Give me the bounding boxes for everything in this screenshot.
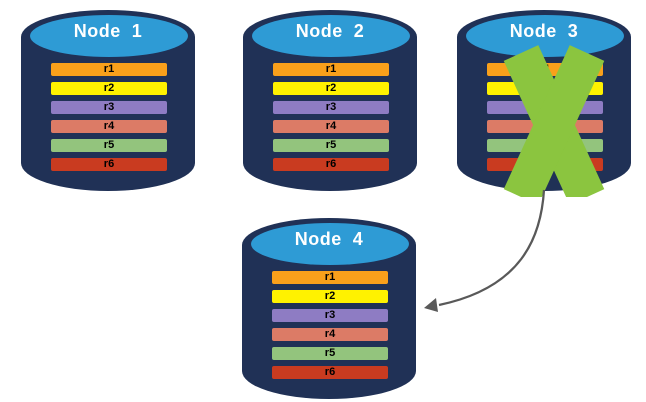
replica-label: r5 [324,347,336,359]
failover-arrow-head-icon [424,298,438,312]
replica-bar: r4 [273,120,389,133]
node-title: Node 1 [73,21,143,41]
replica-bars: r1 r2 r3 r4 r5 r6 [272,271,388,385]
replica-label: r3 [324,309,336,321]
replica-bar: r1 [272,271,388,284]
replica-label: r1 [324,271,336,283]
replica-bar: r2 [51,82,167,95]
replica-label: r4 [325,120,337,132]
replica-label: r6 [325,158,337,170]
replica-label: r2 [325,82,337,94]
failure-cross-icon [503,45,605,197]
node-title: Node 3 [509,21,579,41]
replica-label: r3 [103,101,115,113]
replica-bar: r1 [273,63,389,76]
failover-arrow-line [438,189,546,307]
replica-bar: r5 [273,139,389,152]
replica-label: r2 [324,290,336,302]
replica-label: r4 [103,120,115,132]
replica-bars: r1 r2 r3 r4 r5 r6 [51,63,167,177]
replica-label: r4 [324,328,336,340]
replica-bar: r2 [272,290,388,303]
replica-bar: r6 [273,158,389,171]
replica-label: r1 [325,63,337,75]
replica-label: r6 [103,158,115,170]
replica-label: r1 [103,63,115,75]
replica-label: r5 [325,139,337,151]
replica-bar: r3 [273,101,389,114]
replica-bar: r2 [273,82,389,95]
replica-bar: r5 [272,347,388,360]
replica-bars: r1 r2 r3 r4 r5 r6 [273,63,389,177]
replica-bar: r6 [51,158,167,171]
replica-bar: r3 [272,309,388,322]
replica-label: r2 [103,82,115,94]
node-3: Node 3 r1 r2 r3 r4 r5 r6 [457,5,631,197]
replica-label: r6 [324,366,336,378]
node-2: Node 2 r1 r2 r3 r4 r5 r6 [243,5,417,197]
replica-bar: r4 [51,120,167,133]
node-4: Node 4 r1 r2 r3 r4 r5 r6 [242,213,416,402]
node-title: Node 2 [295,21,365,41]
node-1: Node 1 r1 r2 r3 r4 r5 r6 [21,5,195,197]
replica-bar: r4 [272,328,388,341]
replica-bar: r1 [51,63,167,76]
replica-bar: r3 [51,101,167,114]
node-title: Node 4 [294,229,364,249]
replica-label: r3 [325,101,337,113]
replica-label: r5 [103,139,115,151]
replica-bar: r5 [51,139,167,152]
replica-bar: r6 [272,366,388,379]
